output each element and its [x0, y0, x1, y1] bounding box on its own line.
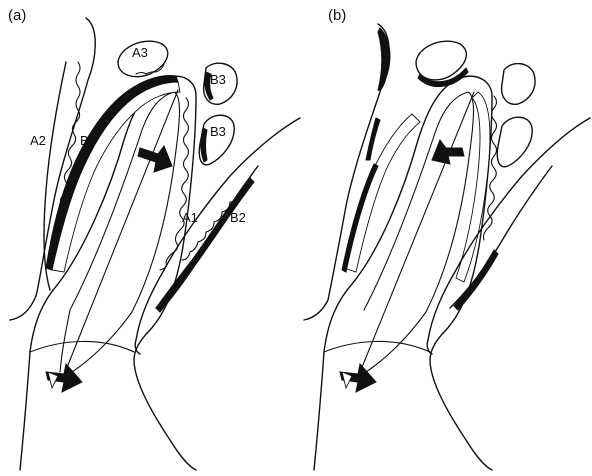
resorption-lingual-b-lower — [366, 118, 380, 160]
bone-island-crest-b — [416, 41, 466, 80]
panel-label-a: (a) — [8, 7, 26, 24]
resorption-lingual-b — [378, 28, 390, 90]
pdl-ladder-lingual-b — [344, 114, 420, 272]
bone-island-a3-wavy — [136, 64, 164, 74]
label-b2: B2 — [230, 210, 246, 225]
label-a2: A2 — [30, 133, 46, 148]
force-arrow-icon — [432, 140, 464, 164]
cej-line-b — [324, 341, 430, 352]
cej-line — [30, 341, 134, 352]
label-a3: A3 — [132, 45, 148, 60]
label-b3-lower: B3 — [210, 124, 226, 139]
bone-island-upper-right-b — [502, 64, 535, 105]
label-a1: A1 — [182, 210, 198, 225]
label-b1: B1 — [80, 133, 96, 148]
force-arrow-icon — [138, 146, 172, 172]
label-b3-upper: B3 — [210, 72, 226, 87]
panel-a: (a) — [8, 7, 300, 470]
resorption-b3-lower — [201, 128, 207, 162]
pulp-canal — [60, 92, 180, 372]
bone-island-lower-right-b — [497, 117, 532, 167]
panel-b: (b) — [304, 7, 590, 470]
labial-bone-inner-b — [450, 166, 552, 308]
panel-label-b: (b) — [328, 7, 346, 24]
resorption-zone-b2 — [156, 178, 254, 312]
